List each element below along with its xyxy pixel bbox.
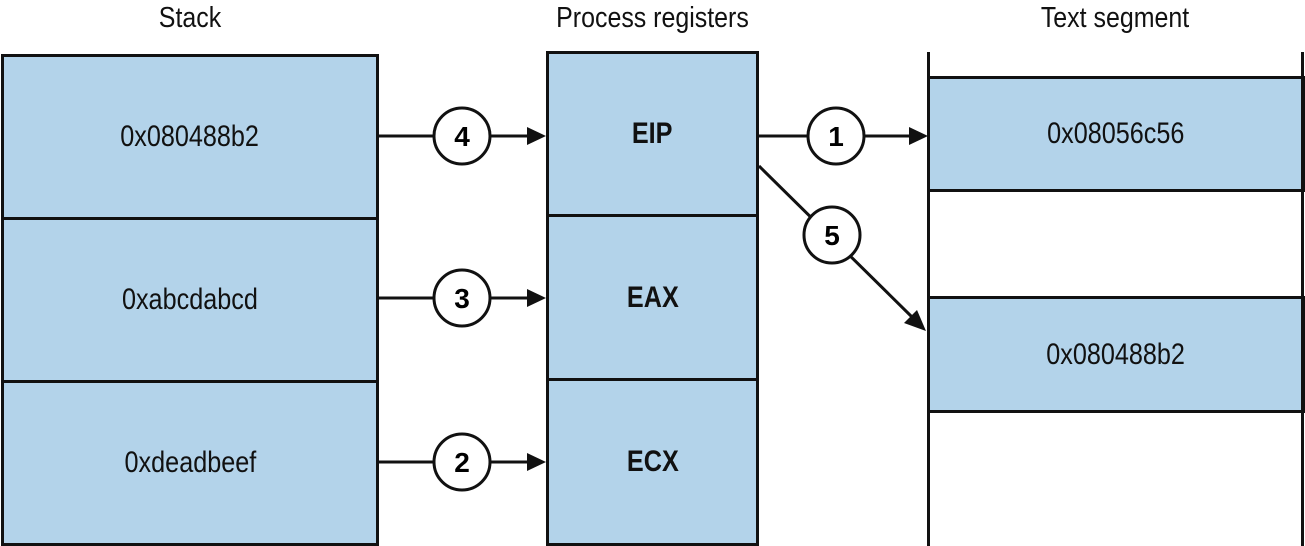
- register-eax: EAX: [546, 214, 759, 381]
- register-eip: EIP: [546, 51, 759, 217]
- stack-value-ecx: 0xdeadbeef: [124, 446, 256, 479]
- step-1-marker: [806, 106, 866, 166]
- register-eip-label: EIP: [632, 117, 673, 150]
- text-segment-header: Text segment: [1040, 2, 1190, 34]
- stack-value-eax: 0xabcdabcd: [122, 283, 258, 316]
- step-5-marker: [802, 205, 862, 265]
- step-1-label: 1: [828, 121, 844, 152]
- text-address-return: 0x080488b2: [1046, 337, 1186, 371]
- arrowhead-eip: [527, 127, 546, 145]
- step-3-marker: [432, 268, 492, 328]
- arrowhead-return: [904, 310, 926, 331]
- text-address-current: 0x08056c56: [1047, 117, 1185, 150]
- step-3-label: 3: [454, 283, 470, 314]
- text-segment-instruction-return: 0x080488b2: [927, 296, 1305, 413]
- step-4-marker: [432, 106, 492, 166]
- step-4-label: 4: [454, 121, 470, 152]
- arrowhead-current: [909, 127, 928, 145]
- stack-header: Stack: [158, 2, 222, 34]
- register-ecx-label: ECX: [626, 445, 679, 478]
- register-eax-label: EAX: [626, 280, 679, 314]
- arrowhead-eax: [527, 289, 546, 307]
- stack-slot-bottom: 0xdeadbeef: [1, 380, 379, 546]
- text-segment-instruction-current: 0x08056c56: [927, 76, 1305, 192]
- arrowhead-ecx: [527, 453, 546, 471]
- step-5-label: 5: [824, 220, 840, 251]
- step-2-label: 2: [454, 447, 470, 478]
- stack-value-return-address: 0x080488b2: [120, 120, 260, 153]
- registers-header: Process registers: [556, 2, 749, 34]
- step-2-marker: [432, 432, 492, 492]
- register-ecx: ECX: [546, 378, 759, 546]
